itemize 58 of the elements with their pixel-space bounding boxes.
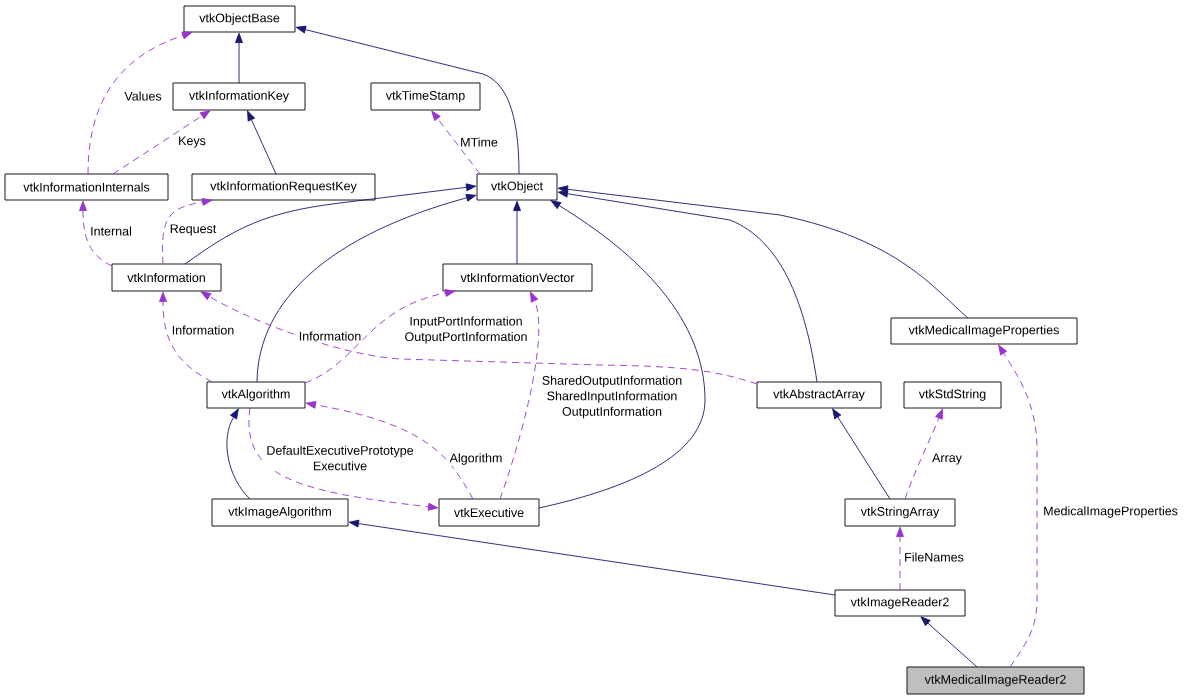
- class-box: vtkInformationKey: [172, 82, 306, 111]
- edge-label: Keys: [177, 135, 207, 149]
- arrow: [920, 616, 978, 668]
- class-box: vtkImageReader2: [834, 589, 966, 617]
- edge-label: Array: [931, 452, 963, 466]
- dashed-arrow: [896, 526, 904, 591]
- class-box: vtkMedicalImageProperties: [890, 317, 1078, 345]
- dashed-arrow: [998, 344, 1038, 668]
- class-box: vtkTimeStamp: [370, 82, 481, 111]
- class-box: vtkExecutive: [438, 498, 540, 527]
- dashed-arrow: [305, 400, 474, 500]
- class-box: vtkAbstractArray: [756, 381, 882, 409]
- class-box: vtkStdString: [903, 381, 1002, 409]
- class-box: vtkInformationRequestKey: [191, 173, 376, 201]
- arrow: [348, 519, 836, 596]
- arrow: [513, 200, 521, 265]
- dashed-arrow: [904, 408, 943, 500]
- edge-label: Information: [297, 330, 363, 342]
- dashed-arrow: [112, 110, 211, 175]
- class-box: vtkInformationInternals: [4, 173, 169, 201]
- arrow: [832, 408, 891, 500]
- dashed-arrow: [79, 200, 113, 267]
- edge-label: InputPortInformation OutputPortInformation: [401, 315, 531, 345]
- dashed-arrow: [304, 289, 456, 384]
- class-box: vtkStringArray: [844, 498, 956, 527]
- edge-label: Algorithm: [448, 452, 504, 466]
- arrow: [557, 189, 818, 383]
- class-box: vtkObjectBase: [183, 5, 296, 33]
- arrow: [184, 183, 477, 265]
- arrow: [538, 200, 706, 509]
- edge-label: Internal: [89, 225, 133, 237]
- arrow: [256, 193, 477, 383]
- dashed-arrow: [499, 291, 540, 500]
- arrow: [295, 25, 520, 175]
- class-box: vtkInformation: [111, 263, 222, 292]
- edge-label: MTime: [459, 136, 499, 148]
- dashed-arrow: [200, 291, 758, 385]
- edge-label: MedicalImageProperties: [1042, 505, 1179, 519]
- arrow: [557, 185, 969, 319]
- edge-label: Values: [123, 90, 163, 102]
- dashed-arrow: [162, 198, 213, 265]
- dashed-arrow: [431, 110, 481, 175]
- edge-label: Request: [168, 223, 218, 237]
- class-box: vtkMedicalImageReader2: [906, 666, 1085, 695]
- class-box: vtkAlgorithm: [206, 381, 306, 409]
- arrow: [226, 408, 251, 500]
- dashed-arrow: [248, 407, 439, 511]
- class-box: vtkInformationVector: [442, 263, 593, 292]
- class-box: vtkObject: [476, 173, 558, 201]
- edge-label: FileNames: [903, 551, 965, 563]
- edge-label: Information: [170, 324, 236, 336]
- arrow: [235, 32, 243, 84]
- dashed-arrow: [87, 31, 193, 175]
- edge-label: DefaultExecutivePrototype Executive: [264, 444, 416, 472]
- dashed-arrow: [159, 291, 213, 383]
- edge-label: SharedOutputInformation SharedInputInformation OutputInformation: [536, 374, 688, 420]
- class-box: vtkImageAlgorithm: [211, 498, 349, 527]
- arrow: [247, 110, 277, 175]
